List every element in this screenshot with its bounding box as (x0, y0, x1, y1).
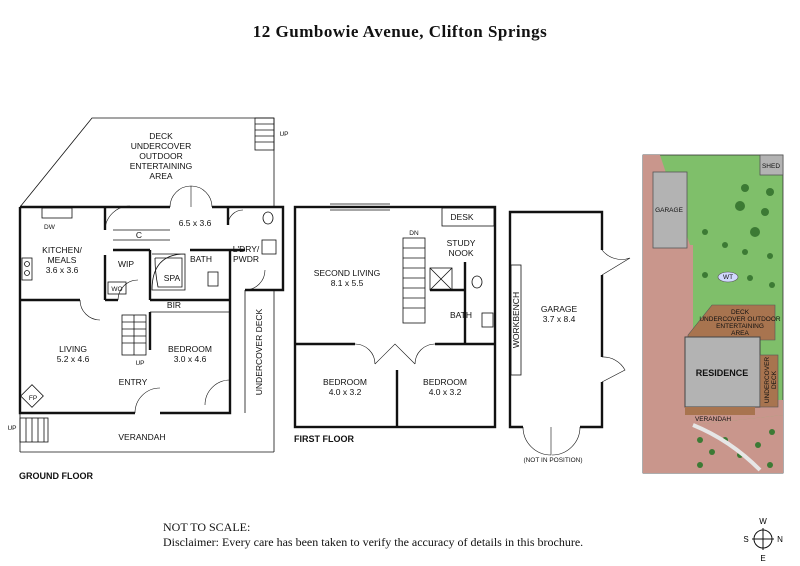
site-water-tank (717, 271, 739, 283)
site-residence (684, 336, 761, 408)
toilet (262, 211, 274, 225)
laundry-label: L'DRY/ (233, 244, 260, 254)
dishwasher-label: DW (44, 224, 56, 231)
undercover-deck-label: UNDERCOVER DECK (254, 308, 264, 395)
compass-s: S (743, 535, 748, 544)
laundry-tub (261, 239, 277, 255)
compass-w: W (759, 517, 767, 526)
first-toilet (471, 275, 483, 289)
verandah-label: VERANDAH (118, 432, 165, 442)
garage-dims: 3.7 x 8.4 (543, 314, 576, 324)
desk-label: DESK (450, 212, 473, 222)
wo-label: WO (111, 286, 122, 293)
garage-plan: GARAGE 3.7 x 8.4 WORKBENCH (NOT IN POSIT… (508, 210, 631, 464)
site-deck-label-2: UNDERCOVER OUTDOOR (699, 316, 781, 323)
site-plan: SHED GARAGE WT DECK UNDERCOVER OUTDOOR E… (642, 154, 784, 474)
garage-label: GARAGE (541, 304, 578, 314)
deck-stairs (254, 117, 275, 151)
fireplace (20, 384, 44, 408)
deck-label-2: UNDERCOVER (131, 141, 191, 151)
deck-label-3: OUTDOOR (139, 151, 182, 161)
site-shed (759, 154, 784, 176)
site-verandah-label: VERANDAH (695, 416, 731, 423)
kitchen-sink (41, 207, 73, 219)
verandah-up-label: UP (7, 425, 16, 432)
workbench-label: WORKBENCH (511, 292, 521, 348)
living-label: LIVING (59, 344, 87, 354)
bedroom1-dims: 4.0 x 3.2 (329, 387, 362, 397)
site-wt-label: WT (723, 274, 733, 281)
deck-label-4: ENTERTAINING (130, 161, 193, 171)
ground-floor-plan: DECK UNDERCOVER OUTDOOR ENTERTAINING ARE… (7, 117, 289, 481)
deck-label-1: DECK (149, 131, 173, 141)
wo-box (107, 281, 127, 295)
study-label: STUDY (447, 238, 476, 248)
site-deck-label-4: AREA (731, 330, 749, 337)
compass-n: N (777, 535, 783, 544)
bath-label: BATH (190, 254, 212, 264)
first-stairs (402, 237, 426, 324)
deck-label-5: AREA (149, 171, 172, 181)
spa-tub (151, 253, 186, 291)
deck-outline (19, 117, 274, 208)
workbench (510, 264, 522, 376)
shower (429, 267, 453, 291)
bedroom1-label: BEDROOM (323, 377, 367, 387)
site-deck-label-1: DECK (731, 309, 750, 316)
powder-label: PWDR (233, 254, 259, 264)
ground-floor-label: GROUND FLOOR (19, 471, 93, 481)
site-shed-label: SHED (762, 163, 780, 170)
not-in-position-label: (NOT IN POSITION) (523, 457, 582, 464)
bedroom-label: BEDROOM (168, 344, 212, 354)
spa-label: SPA (164, 273, 181, 283)
bedroom-dims: 3.0 x 4.6 (174, 354, 207, 364)
page-title: 12 Gumbowie Avenue, Clifton Springs (252, 22, 548, 41)
verandah-stairs (19, 417, 49, 443)
bir-label: BIR (167, 300, 181, 310)
site-garage (652, 171, 688, 249)
kitchen-dims: 3.6 x 3.6 (46, 265, 79, 275)
bedroom2-label: BEDROOM (423, 377, 467, 387)
site-undercover-label: UNDERCOVER (764, 357, 771, 404)
first-basin (481, 312, 494, 328)
nook-label: NOOK (448, 248, 473, 258)
first-floor-plan: DESK DN STUDY NOOK SECOND LIVING 8.1 x 5… (293, 203, 497, 444)
meals-label: MEALS (48, 255, 77, 265)
living-dims: 5.2 x 4.6 (57, 354, 90, 364)
deck-dims: 6.5 x 3.6 (179, 218, 212, 228)
entry-label: ENTRY (119, 377, 148, 387)
compass-icon: W E S N (743, 517, 783, 563)
cooktop (21, 257, 33, 281)
first-floor-label: FIRST FLOOR (294, 434, 354, 444)
second-living-label: SECOND LIVING (314, 268, 381, 278)
disclaimer-note: NOT TO SCALE: Disclaimer: Every care has… (163, 520, 583, 550)
site-garage-label: GARAGE (655, 207, 683, 214)
first-bath-label: BATH (450, 310, 472, 320)
desk (441, 207, 495, 227)
not-to-scale-label: NOT TO SCALE: (163, 520, 251, 534)
compass-e: E (760, 554, 765, 563)
kitchen-label: KITCHEN/ (42, 245, 82, 255)
site-deck-label-3: ENTERTAINING (716, 323, 764, 330)
ground-stairs (121, 312, 152, 356)
site-undercover-deck-label: DECK (771, 370, 778, 389)
fp-label: FP (29, 395, 37, 402)
basin (207, 271, 219, 287)
stairs-up-label: UP (135, 360, 144, 367)
second-living-dims: 8.1 x 5.5 (331, 278, 364, 288)
disclaimer-text: Disclaimer: Every care has been taken to… (163, 535, 584, 549)
stairs-down-label: DN (409, 230, 419, 237)
deck-up-label: UP (279, 131, 288, 138)
cupboard-label: C (136, 230, 142, 240)
bedroom2-dims: 4.0 x 3.2 (429, 387, 462, 397)
site-residence-label: RESIDENCE (696, 368, 749, 378)
wip-label: WIP (118, 259, 134, 269)
